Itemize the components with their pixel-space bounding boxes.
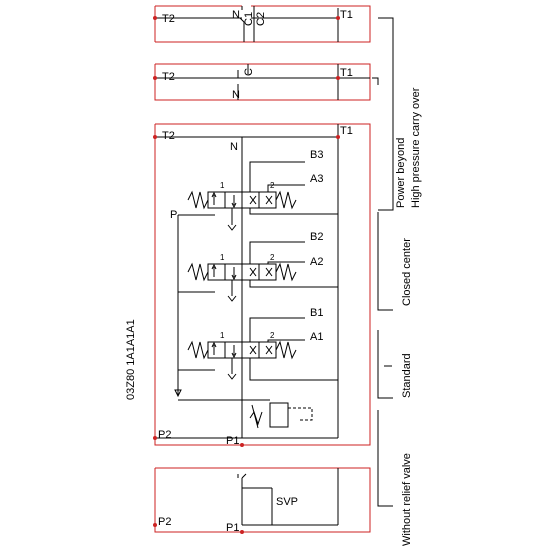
t1-label: T1	[340, 9, 353, 21]
standard-outline	[154, 123, 371, 446]
p1-label: P1	[226, 435, 239, 447]
svp-label: SVP	[276, 496, 298, 508]
p-label: P	[170, 209, 177, 221]
n-label: N	[232, 9, 240, 21]
b1-label: B1	[310, 307, 323, 319]
p1-label: P1	[226, 522, 239, 534]
a1-label: A1	[310, 331, 323, 343]
n-label: N	[232, 89, 240, 101]
closed-center-label: Closed center	[401, 238, 413, 306]
n-label: N	[230, 141, 238, 153]
c1-label: C1	[243, 12, 255, 26]
c2-label: C2	[255, 12, 267, 26]
position-1-label: 1	[220, 331, 225, 340]
high-pressure-label: High pressure carry over	[410, 87, 422, 208]
t2-label: T2	[162, 13, 175, 25]
position-1-label: 1	[220, 181, 225, 190]
power-beyond-section: T2 N C1 C2 T1	[153, 5, 371, 43]
closed-center-section: T2 C N T1	[153, 63, 371, 101]
position-1-label: 1	[220, 253, 225, 262]
p2-label: P2	[158, 429, 171, 441]
without-relief-outline	[154, 467, 371, 533]
t2-label: T2	[162, 71, 175, 83]
model-code: 03Z80 1A1A1A1	[125, 319, 137, 400]
power-beyond-label: Power beyond	[395, 138, 407, 208]
p2-label: P2	[158, 516, 171, 528]
c-label: C	[243, 68, 255, 76]
closed-center-bracket	[377, 212, 393, 311]
standard-section: T2 N T1 P 1 2 B3 A3 1 2	[153, 123, 371, 447]
without-relief-label: Without relief valve	[401, 453, 413, 546]
spool-1: 1 2 B1 A1	[187, 307, 338, 381]
b2-label: B2	[310, 231, 323, 243]
a2-label: A2	[310, 256, 323, 268]
standard-label: Standard	[401, 353, 413, 398]
power-beyond-bracket	[378, 17, 394, 211]
relief-valve	[178, 390, 338, 439]
t1-label: T1	[340, 67, 353, 79]
spool-3: 1 2 B3 A3	[187, 149, 338, 231]
b3-label: B3	[310, 149, 323, 161]
position-2-label: 2	[270, 331, 275, 340]
standard-bracket	[377, 330, 393, 399]
t2-label: T2	[162, 130, 175, 142]
side-legend: Power beyond High pressure carry over Cl…	[372, 17, 422, 546]
closed-center-outline	[154, 63, 371, 101]
spool-2: 1 2 B2 A2	[187, 231, 338, 302]
position-2-label: 2	[270, 253, 275, 262]
a3-label: A3	[310, 173, 323, 185]
power-beyond-outline	[154, 5, 371, 43]
t1-label: T1	[340, 125, 353, 137]
without-relief-section: SVP P2 P1	[153, 467, 371, 534]
without-relief-bracket	[377, 410, 393, 507]
